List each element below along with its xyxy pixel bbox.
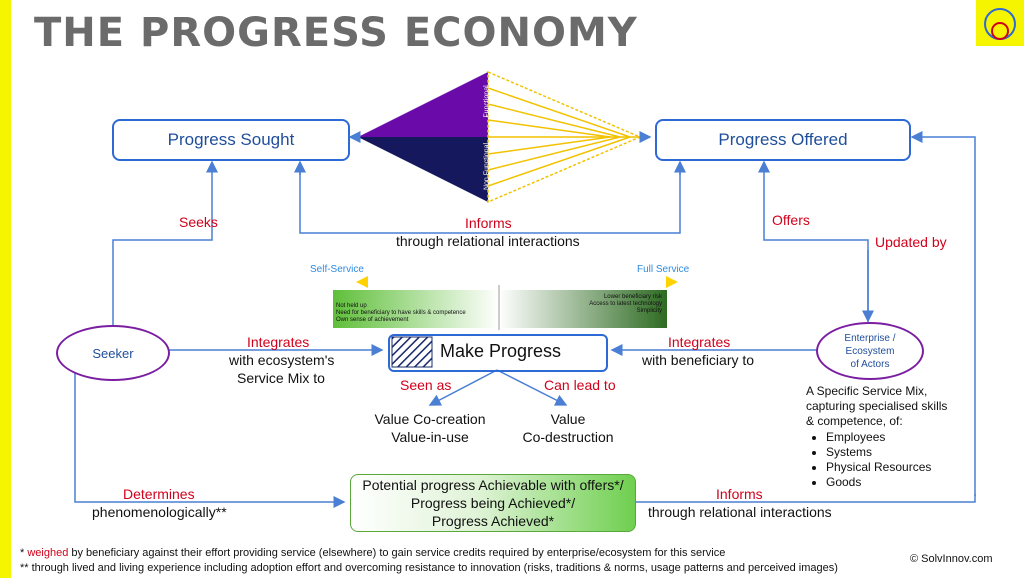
- value-codestruction-line: Co-destruction: [522, 429, 614, 445]
- full-service-items: Lower beneficiary risk Access to latest …: [520, 294, 662, 315]
- updated-by-label: Updated by: [875, 234, 947, 250]
- functional-label: Functional: [483, 85, 491, 118]
- informs-bottom-label: Informs: [716, 486, 763, 502]
- progress-sought-box: Progress Sought: [112, 119, 350, 161]
- progress-fan: [487, 70, 642, 204]
- logo: [976, 0, 1024, 46]
- value-codestruction: Value Co-destruction: [510, 410, 626, 446]
- potential-progress-box: Potential progress Achievable with offer…: [350, 474, 636, 532]
- make-progress-label: Make Progress: [440, 341, 562, 361]
- make-progress-hatch-icon: [391, 336, 433, 368]
- integrates-left-sub2: Service Mix to: [237, 370, 325, 386]
- service-mix-description: A Specific Service Mix, capturing specia…: [806, 384, 947, 429]
- integrates-left-label: Integrates: [247, 334, 310, 350]
- self-service-label: Self-Service: [310, 264, 364, 275]
- self-service-item: Not held up: [336, 303, 367, 309]
- full-service-item: Simplicity: [636, 308, 662, 314]
- can-lead-to-label: Can lead to: [544, 377, 616, 393]
- logo-circles-icon: [984, 8, 1016, 40]
- integrates-left-sub1: with ecosystem's: [229, 352, 335, 368]
- seeks-label: Seeks: [179, 214, 218, 230]
- self-service-item: Own sense of achievement: [336, 317, 409, 323]
- informs-top-label: Informs: [465, 215, 512, 231]
- self-service-item: Need for beneficiary to have skills & co…: [336, 310, 466, 316]
- make-progress-box: [388, 334, 608, 372]
- integrates-right-sub: with beneficiary to: [642, 352, 755, 368]
- progress-sought-label: Progress Sought: [167, 130, 295, 149]
- footnote-1-highlight: weighed: [27, 547, 69, 559]
- determines-label: Determines: [123, 486, 195, 502]
- potential-line: Potential progress Achievable with offer…: [362, 477, 624, 493]
- offers-label: Offers: [772, 212, 810, 228]
- progress-offered-box: Progress Offered: [655, 119, 911, 161]
- determines-sublabel: phenomenologically**: [92, 504, 227, 520]
- full-service-panel: [499, 290, 667, 328]
- service-mix-bullet: Employees: [826, 430, 931, 445]
- service-mix-line: A Specific Service Mix,: [806, 384, 928, 398]
- integrates-right-label: Integrates: [668, 334, 731, 350]
- service-mix-bullet: Systems: [826, 445, 931, 460]
- seen-as-label: Seen as: [400, 377, 452, 393]
- service-mix-list: Employees Systems Physical Resources Goo…: [806, 430, 931, 490]
- seeker-node: Seeker: [56, 325, 170, 381]
- value-cocreation-line: Value-in-use: [391, 429, 469, 445]
- self-service-panel: [333, 290, 499, 328]
- functional-triangle: [358, 72, 488, 137]
- full-service-label: Full Service: [637, 264, 690, 275]
- informs-top-sublabel: through relational interactions: [396, 233, 580, 249]
- service-mix-bullet: Physical Resources: [826, 460, 931, 475]
- enterprise-label-line: Ecosystem: [845, 345, 895, 357]
- service-mix-bullet: Goods: [826, 475, 931, 490]
- enterprise-node: Enterprise / Ecosystem of Actors: [816, 322, 924, 380]
- footnote-1: * weighed by beneficiary against their e…: [20, 547, 725, 559]
- left-accent-stripe: [0, 0, 11, 578]
- full-service-item: Access to latest technology: [589, 301, 662, 307]
- enterprise-label-line: of Actors: [850, 358, 890, 370]
- copyright: © SolvInnov.com: [910, 553, 993, 565]
- non-functional-triangle: [358, 137, 488, 202]
- seeker-label: Seeker: [92, 345, 134, 361]
- footnote-1-text: by beneficiary against their effort prov…: [68, 547, 726, 559]
- footnote-1-prefix: *: [20, 547, 28, 559]
- progress-offered-label: Progress Offered: [718, 130, 848, 149]
- service-mix-line: capturing specialised skills: [806, 399, 948, 413]
- service-mix-line: & competence, of:: [806, 414, 903, 428]
- informs-bottom-sublabel: through relational interactions: [648, 504, 832, 520]
- footnote-2: ** through lived and living experience i…: [20, 562, 838, 574]
- full-service-item: Lower beneficiary risk: [603, 294, 662, 300]
- non-functional-label: Non Functional: [483, 142, 491, 191]
- enterprise-label-line: Enterprise /: [844, 332, 896, 344]
- page-title: THE PROGRESS ECONOMY: [34, 10, 638, 56]
- self-service-items: Not held up Need for beneficiary to have…: [336, 303, 466, 324]
- potential-line: Progress Achieved*: [431, 513, 555, 529]
- value-codestruction-line: Value: [550, 411, 586, 427]
- value-cocreation-line: Value Co-creation: [374, 411, 486, 427]
- value-cocreation: Value Co-creation Value-in-use: [360, 410, 500, 446]
- potential-line: Progress being Achieved*/: [410, 495, 576, 511]
